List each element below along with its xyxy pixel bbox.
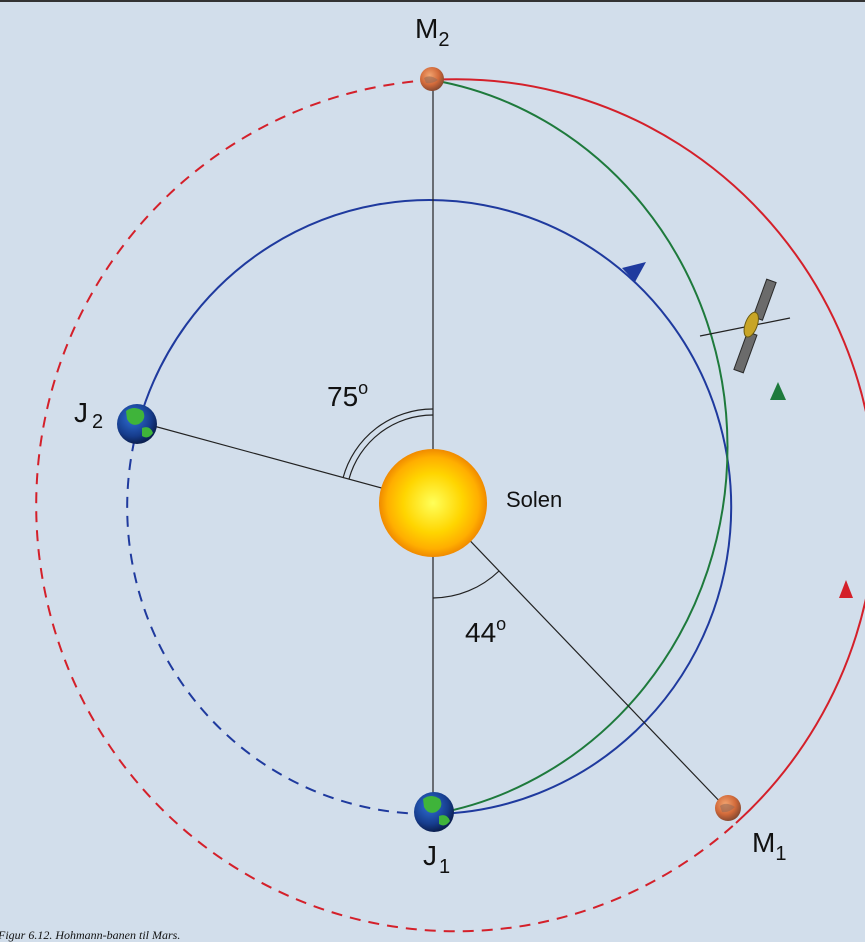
label-m2-subscript: 2: [438, 29, 449, 51]
earth-orbit: [126, 199, 733, 816]
transfer-orbit: [431, 79, 786, 815]
mars-orbit-arrow: [839, 580, 853, 598]
label-m1-subscript: 1: [775, 843, 786, 865]
label-j2-subscript: 2: [92, 411, 103, 433]
label-sun: Solen: [506, 487, 562, 512]
earth-icon: [414, 792, 454, 832]
label-angle-44: 44o: [465, 614, 506, 648]
mars-icon: [420, 67, 444, 91]
label-j1-subscript: 1: [439, 856, 450, 878]
earth-icon: [117, 404, 157, 444]
earth-orbit-arrow: [622, 262, 646, 282]
figure-caption: Figur 6.12. Hohmann-banen til Mars.: [0, 928, 180, 942]
spacecraft-icon: [733, 278, 777, 374]
sun-icon: [379, 449, 487, 557]
label-m2: M2: [415, 13, 449, 51]
mars-orbit: [35, 78, 865, 933]
angle-44-marker: [432, 570, 500, 599]
angle-75-marker: [342, 408, 434, 480]
radial-lines: [138, 80, 791, 814]
label-m1: M1: [752, 827, 786, 865]
transfer-orbit-arrow: [770, 382, 786, 400]
label-angle-75: 75o: [327, 378, 368, 412]
angle-44-degree: o: [496, 614, 506, 634]
angle-75-degree: o: [358, 378, 368, 398]
mars-icon: [715, 795, 741, 821]
